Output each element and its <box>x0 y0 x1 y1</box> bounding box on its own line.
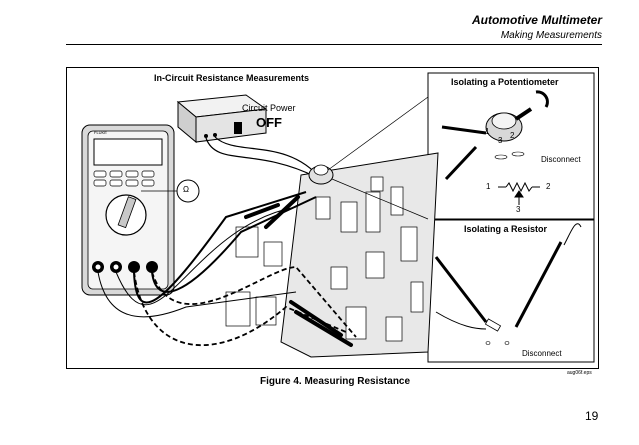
header-title: Automotive Multimeter <box>471 13 602 27</box>
resistor-panel-title: Isolating a Resistor <box>464 224 548 234</box>
pot-schematic <box>498 181 540 205</box>
test-lead-black <box>151 196 317 293</box>
power-state-label: OFF <box>256 115 282 130</box>
pot-pin-2: 2 <box>510 131 515 140</box>
schematic-pin-1: 1 <box>486 182 491 191</box>
potentiometer <box>308 164 334 185</box>
resistor-disconnect-label: Disconnect <box>522 349 562 358</box>
test-lead-dashed-2 <box>151 266 357 338</box>
schematic-pin-3: 3 <box>516 205 521 214</box>
resistor-detail <box>434 223 582 345</box>
figure: In-Circuit Resistance Measurements Circu… <box>66 67 599 369</box>
header-rule <box>66 44 602 45</box>
figure-caption: Figure 4. Measuring Resistance <box>260 376 411 387</box>
probe-tips <box>244 195 353 347</box>
schematic-pin-2: 2 <box>546 182 551 191</box>
power-cord-1 <box>205 137 317 178</box>
circuit-power-label: Circuit Power <box>242 103 296 113</box>
meter-brand: FLUKE <box>94 130 107 135</box>
resistor-panel-frame <box>427 219 595 363</box>
pot-disconnect-label: Disconnect <box>541 155 581 164</box>
header-subtitle: Making Measurements <box>500 30 602 41</box>
main-panel-title: In-Circuit Resistance Measurements <box>154 73 310 83</box>
power-cord-2 <box>214 136 322 180</box>
power-supply-box <box>176 94 268 144</box>
extra-lead-1 <box>115 206 297 306</box>
figure-file-id: aug06f.eps <box>567 370 592 376</box>
test-lead-dashed-1 <box>133 271 347 347</box>
circuit-board <box>225 152 439 358</box>
extra-lead-2 <box>97 271 297 318</box>
multimeter <box>81 124 175 296</box>
multimeter-display <box>93 138 163 166</box>
potentiometer-panel-frame <box>427 72 595 220</box>
ohm-symbol: Ω <box>183 185 189 194</box>
pot-detail <box>441 90 549 181</box>
pot-pin-3: 3 <box>498 136 503 145</box>
figure-illustration <box>66 67 599 369</box>
test-lead-red <box>133 191 307 304</box>
potentiometer-panel-title: Isolating a Potentiometer <box>451 77 559 87</box>
pot-pin-1: 1 <box>485 127 490 136</box>
page-number: 19 <box>585 409 599 423</box>
